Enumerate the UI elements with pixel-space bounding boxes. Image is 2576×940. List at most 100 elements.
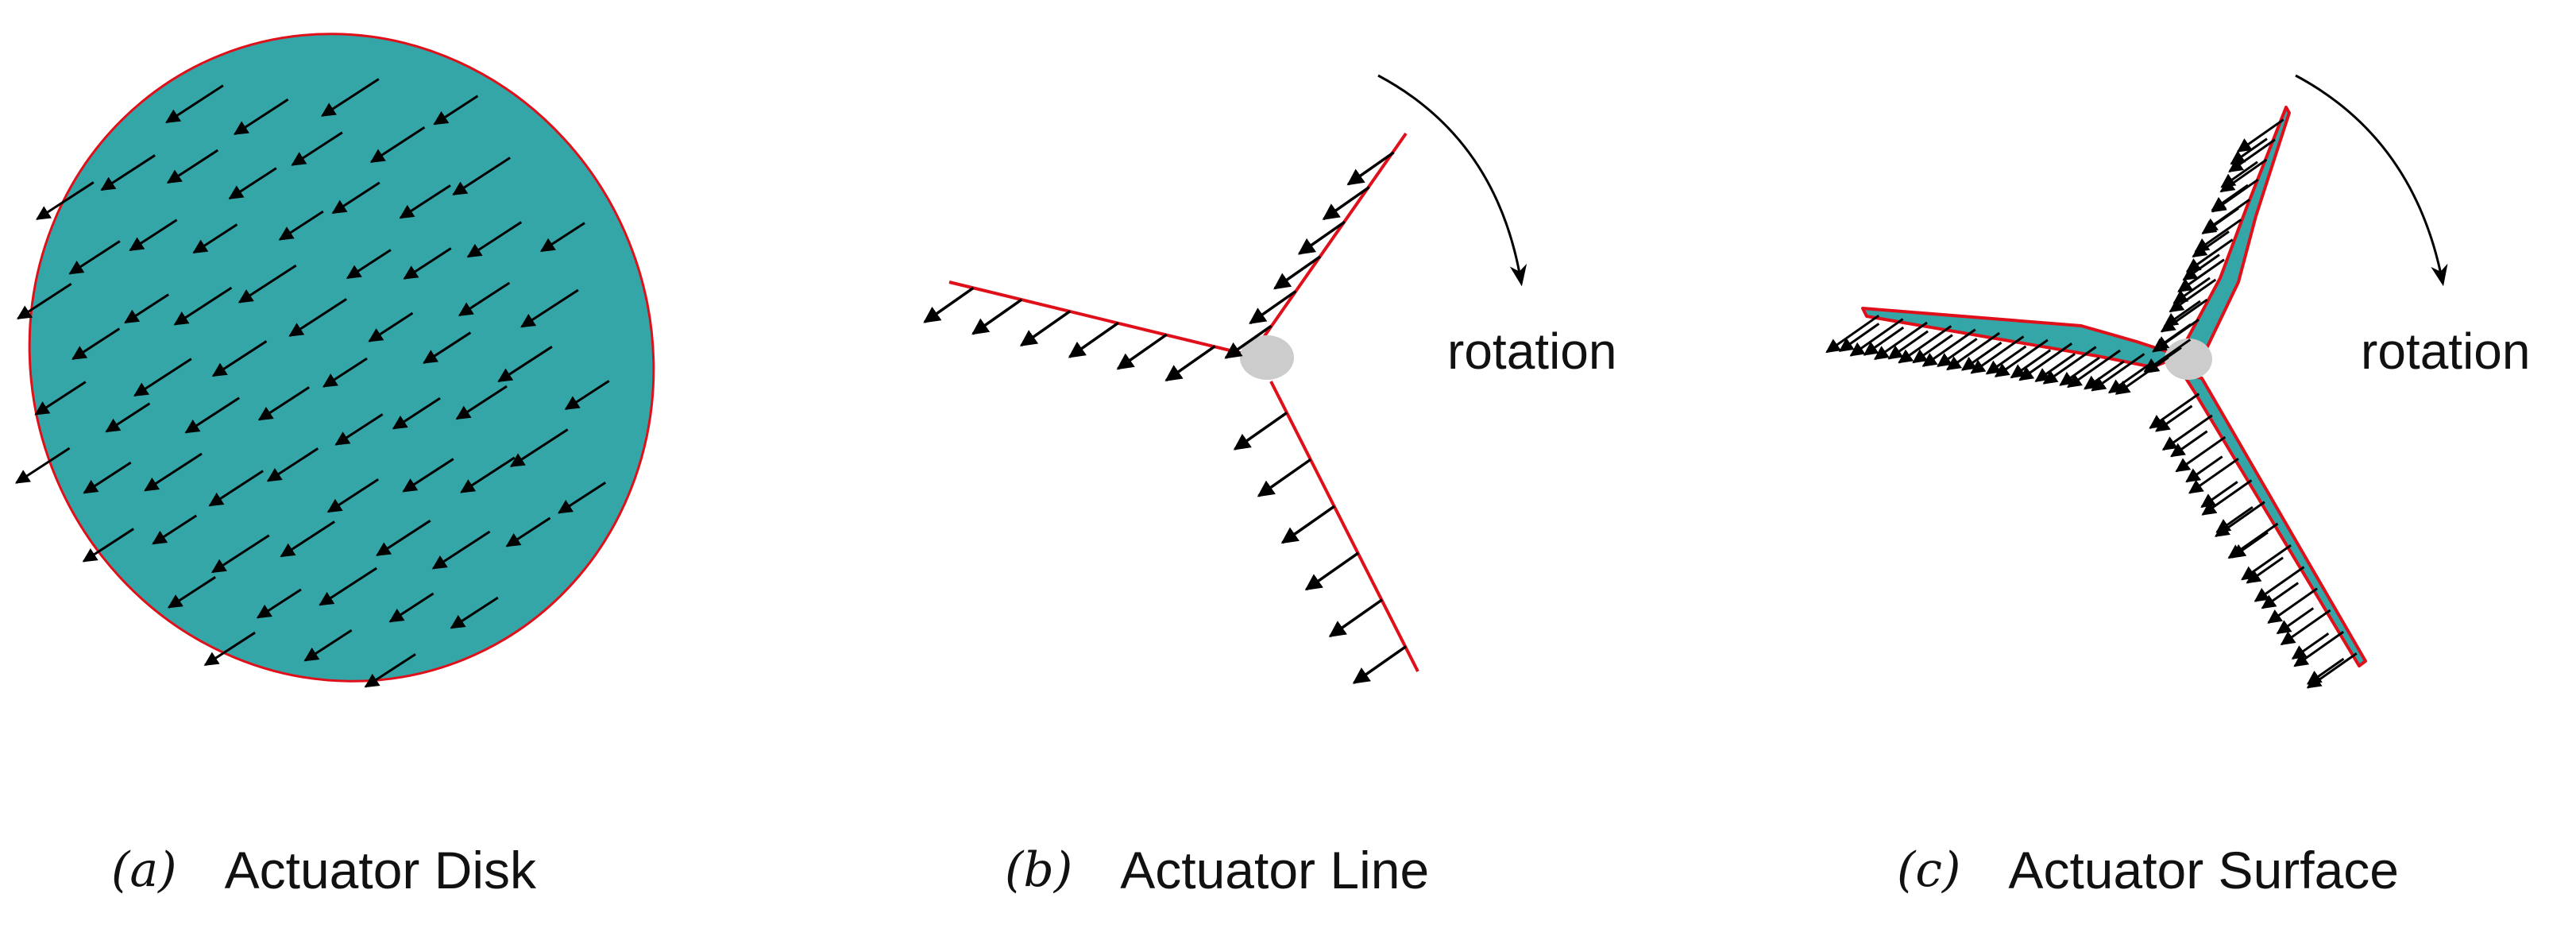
force-arrow-icon — [228, 167, 277, 200]
force-arrow-icon — [1937, 338, 1978, 368]
force-arrow-icon — [256, 588, 302, 619]
force-arrow-icon — [1346, 151, 1395, 186]
force-arrow-icon — [450, 596, 499, 629]
force-arrow-icon — [1116, 333, 1168, 370]
force-arrow-icon — [539, 222, 585, 253]
caption-a: (a) Actuator Disk — [111, 826, 536, 914]
force-arrow-icon — [1164, 345, 1216, 382]
force-arrow-icon — [165, 84, 224, 124]
force-arrow-icon — [2201, 207, 2239, 234]
rotation-arrow-icon — [2295, 74, 2448, 287]
force-arrow-icon — [2059, 356, 2100, 386]
force-arrow-icon — [455, 385, 508, 420]
force-arrow-icon — [1297, 220, 1346, 255]
force-arrow-icon — [1838, 323, 1880, 353]
force-arrow-icon — [2188, 458, 2239, 494]
force-arrow-icon — [1273, 255, 1322, 290]
force-arrow-icon — [2215, 505, 2254, 533]
force-arrow-icon — [36, 181, 95, 220]
force-arrow-icon — [133, 358, 192, 397]
force-arrow-icon — [2034, 353, 2076, 383]
force-arrow-icon — [278, 210, 324, 241]
disk-force-arrows — [14, 78, 610, 688]
hub — [2165, 338, 2212, 380]
force-arrow-icon — [2185, 455, 2223, 483]
force-arrow-icon — [1994, 338, 2049, 377]
caption-label: Actuator Disk — [224, 841, 537, 899]
force-arrow-icon — [2172, 277, 2211, 304]
force-arrow-icon — [173, 286, 233, 326]
force-arrow-icon — [322, 357, 368, 388]
force-arrow-icon — [2185, 238, 2234, 273]
force-arrow-icon — [399, 184, 451, 219]
force-arrow-icon — [520, 288, 579, 328]
force-arrow-icon — [208, 470, 264, 507]
force-arrow-icon — [1898, 325, 1952, 364]
force-arrow-icon — [166, 149, 219, 184]
force-arrow-icon — [1946, 331, 2000, 371]
force-arrow-icon — [2306, 657, 2345, 685]
force-arrow-icon — [2306, 652, 2358, 689]
force-arrow-icon — [364, 653, 416, 688]
force-arrow-icon — [266, 447, 319, 482]
force-arrow-icon — [368, 311, 414, 342]
force-arrow-icon — [403, 247, 452, 280]
force-arrow-icon — [376, 519, 431, 557]
force-arrow-icon — [17, 283, 72, 320]
force-arrow-icon — [68, 240, 121, 275]
force-arrow-icon — [369, 126, 426, 164]
force-arrow-icon — [923, 286, 975, 323]
rotation-label-b: rotation — [1447, 323, 1617, 380]
force-arrow-icon — [1233, 411, 1288, 451]
caption-tag: (b) — [1005, 842, 1073, 898]
force-arrow-icon — [291, 131, 343, 166]
force-arrow-icon — [257, 386, 311, 421]
force-arrow-icon — [2276, 607, 2315, 635]
rotation-arrow-icon — [1377, 74, 1527, 287]
force-arrow-icon — [2291, 632, 2330, 660]
actuator-disk — [28, 33, 655, 683]
force-arrow-icon — [433, 95, 479, 126]
force-arrow-icon — [2293, 630, 2345, 667]
force-arrow-icon — [211, 340, 268, 377]
force-arrow-icon — [1352, 645, 1408, 684]
force-arrow-icon — [1280, 505, 1336, 544]
force-arrow-icon — [2107, 364, 2149, 394]
force-arrow-icon — [460, 456, 516, 493]
force-arrow-icon — [2182, 253, 2220, 281]
force-arrow-icon — [331, 181, 380, 215]
force-arrow-icon — [1912, 334, 1953, 364]
force-arrow-icon — [2175, 435, 2226, 473]
force-arrow-icon — [558, 481, 607, 514]
caption-c: (c) Actuator Surface — [1897, 826, 2399, 914]
force-arrow-icon — [564, 380, 610, 410]
force-arrow-icon — [2149, 393, 2200, 429]
force-arrow-icon — [2201, 479, 2253, 516]
caption-tag: (c) — [1897, 842, 1961, 898]
force-arrow-icon — [1257, 458, 1312, 497]
force-arrow-icon — [1825, 314, 1880, 354]
force-arrow-icon — [1322, 186, 1370, 221]
force-arrow-icon — [233, 98, 289, 135]
force-arrow-icon — [2220, 161, 2258, 188]
force-arrow-icon — [2261, 582, 2300, 609]
actuator-disk-panel — [14, 33, 655, 688]
force-arrow-icon — [2010, 349, 2052, 379]
actuator-surface-blades — [1861, 106, 2367, 667]
force-arrow-icon — [2067, 349, 2121, 389]
force-arrow-icon — [452, 157, 511, 196]
force-arrow-icon — [2170, 430, 2208, 458]
force-arrow-icon — [431, 530, 491, 570]
force-arrow-icon — [82, 528, 134, 563]
force-arrow-icon — [497, 346, 553, 383]
force-arrow-icon — [402, 458, 454, 493]
hub — [1240, 335, 1294, 380]
force-arrow-icon — [2227, 522, 2279, 559]
force-arrow-icon — [1019, 310, 1072, 347]
actuator-surface-panel — [1825, 74, 2448, 689]
force-arrow-icon — [458, 281, 511, 317]
force-arrow-icon — [1068, 321, 1119, 358]
force-arrow-icon — [129, 219, 178, 252]
force-arrow-icon — [167, 576, 216, 609]
force-arrow-icon — [1249, 290, 1297, 325]
